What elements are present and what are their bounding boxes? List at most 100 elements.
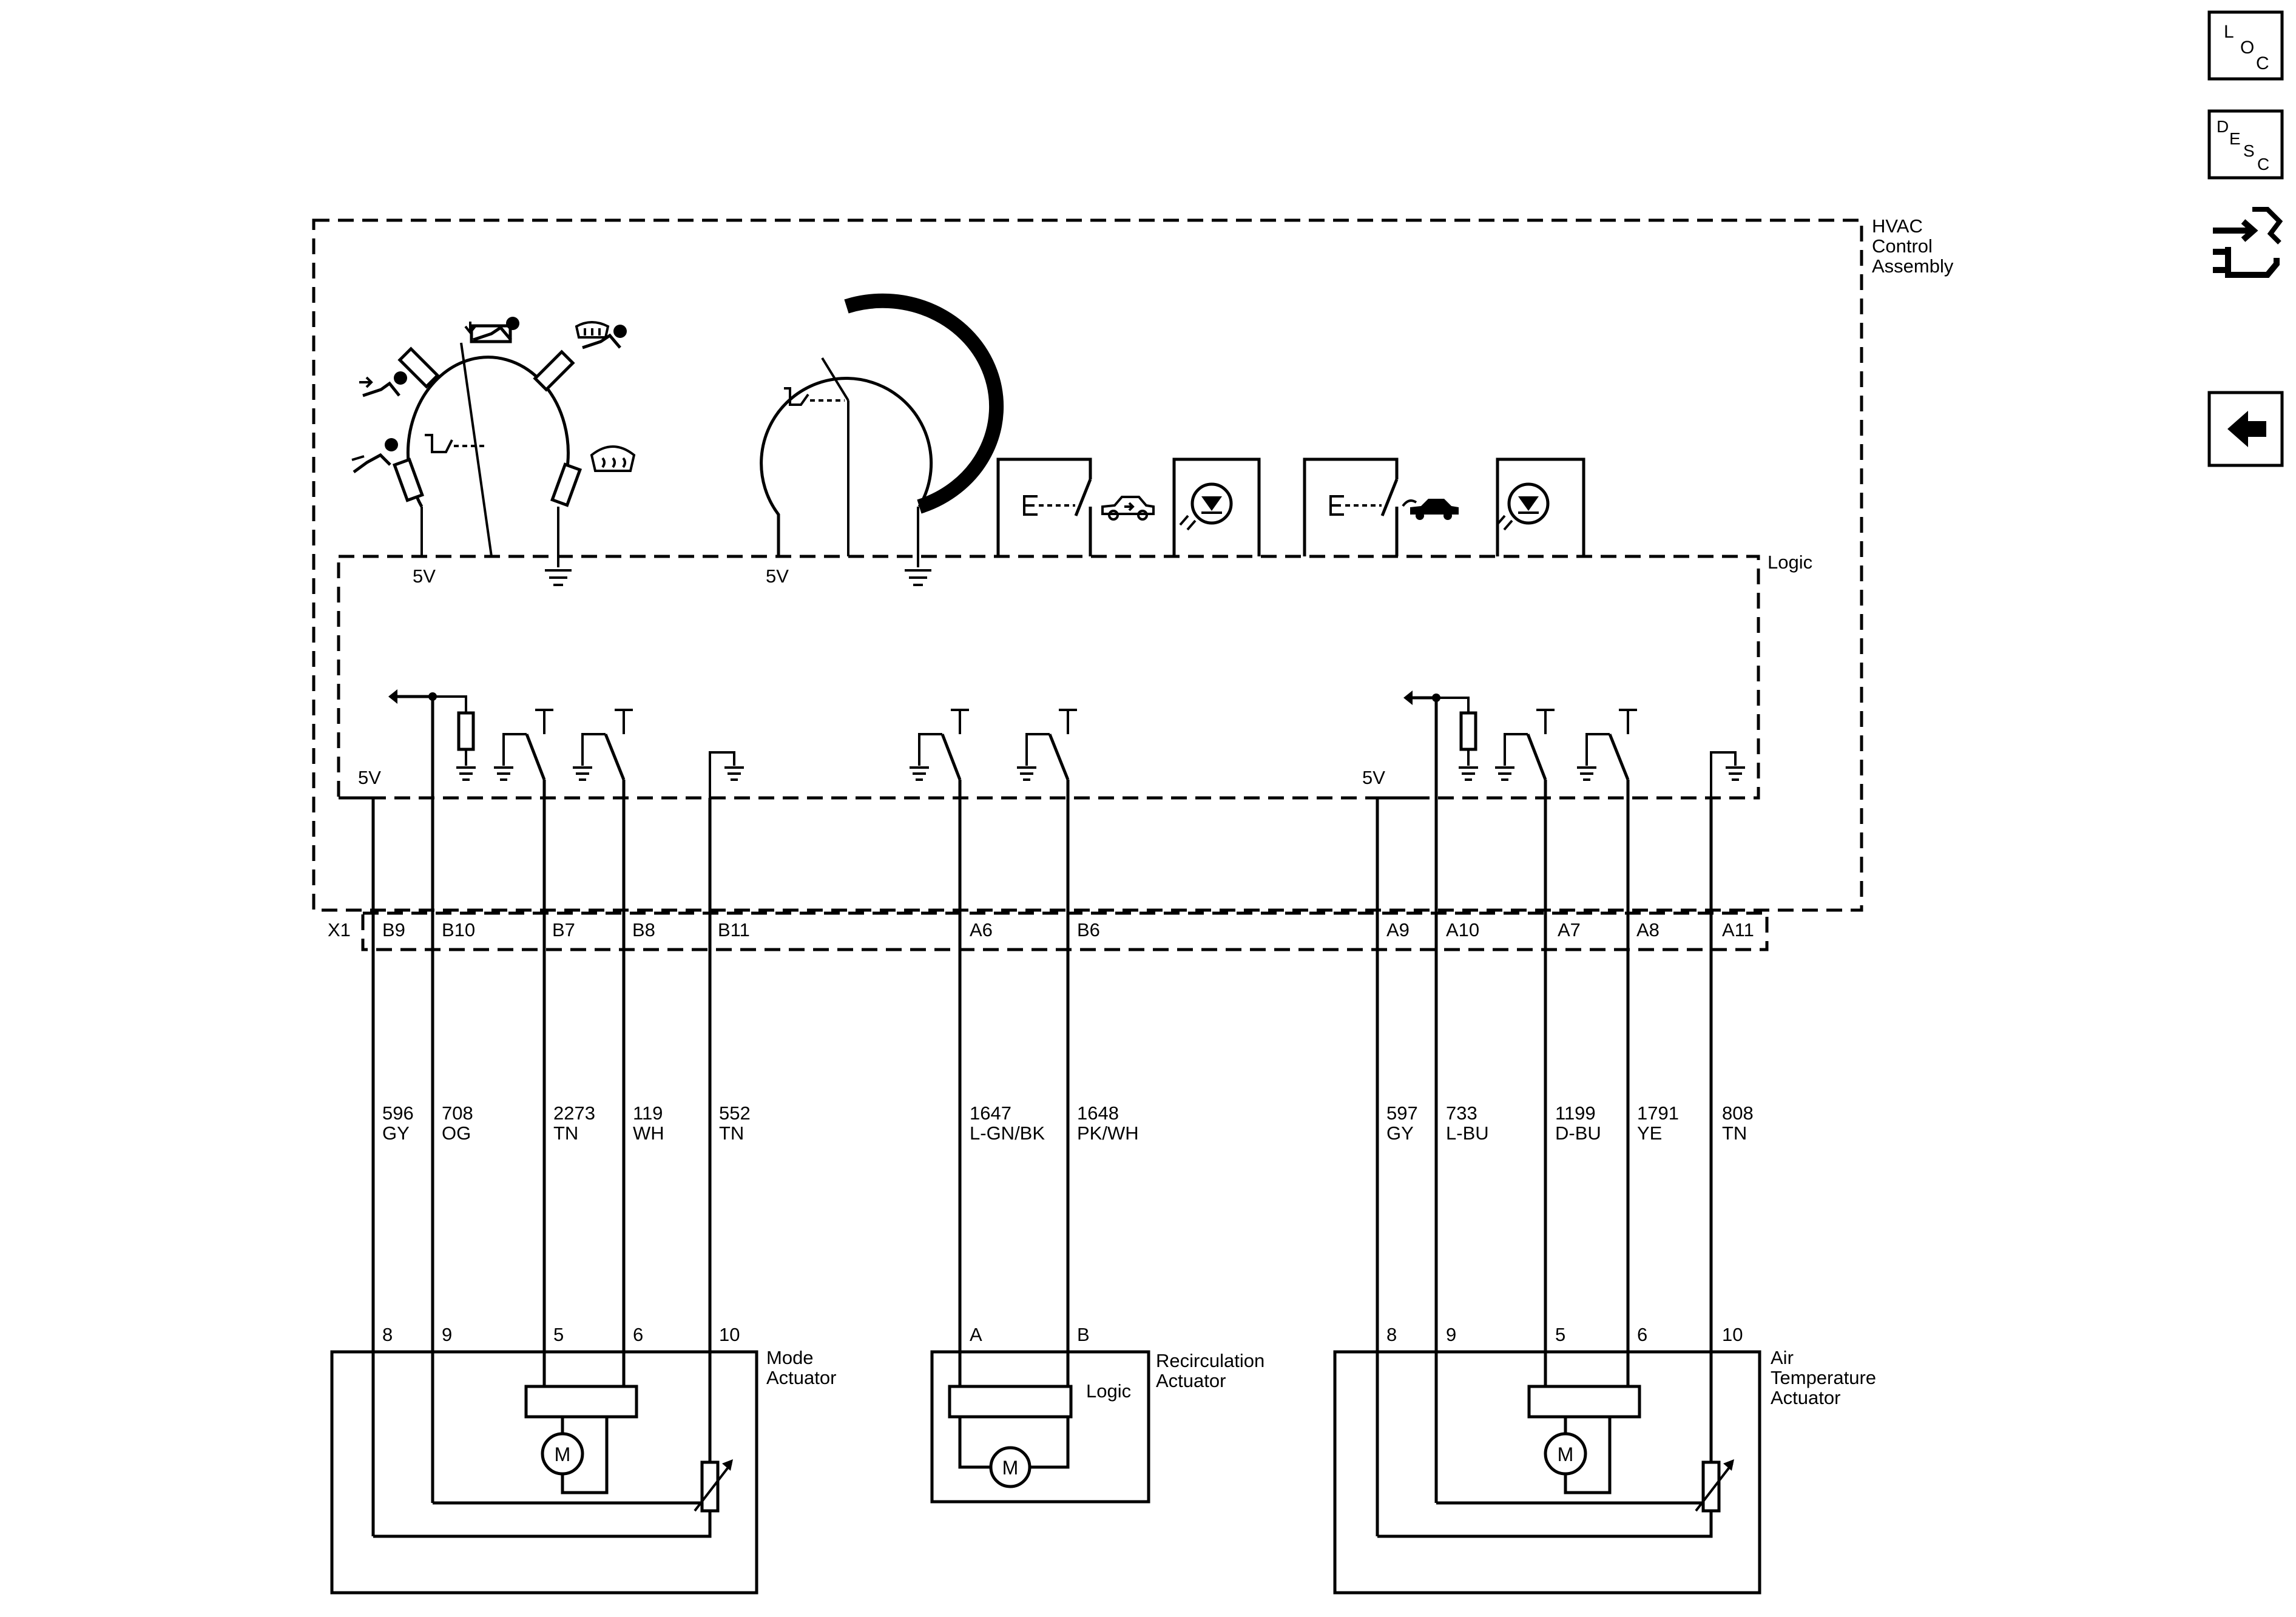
assembly-outline — [312, 218, 1863, 912]
airtemp-pin-6: 6 — [1637, 1324, 1647, 1345]
temp-wiper-a — [821, 357, 849, 402]
mode-pot-low-lead — [373, 1504, 712, 1538]
wire-label-circuit: 1647 — [970, 1102, 1011, 1124]
wire-label-color: L-GN/BK — [970, 1122, 1045, 1144]
desc-letter-s: S — [2243, 141, 2255, 160]
location-button-frame[interactable] — [2207, 10, 2284, 81]
wire-label-color: TN — [553, 1122, 578, 1144]
airtemp-driver-a7-low — [1504, 733, 1528, 766]
airtemp-actuator-name-2: Temperature — [1771, 1367, 1876, 1388]
air-temperature-actuator: Air Temperature Actuator 8 9 5 6 10 M — [1333, 1324, 1876, 1595]
recirc-actuator-name-1: Recirculation — [1156, 1350, 1264, 1371]
airtemp-actuator-outline — [1333, 1350, 1761, 1595]
mode-driver-b7-low — [502, 733, 527, 766]
outside-air-car-icon — [1101, 496, 1155, 521]
airtemp-actuator-name-3: Actuator — [1771, 1387, 1840, 1408]
back-button-frame[interactable] — [2207, 391, 2284, 467]
description-button[interactable]: D E S C — [2207, 109, 2284, 180]
ground-icon — [1577, 766, 1596, 781]
mode-pot-ref-lead — [433, 1487, 712, 1505]
airtemp-pot-ref-lead — [1436, 1487, 1713, 1505]
wire-label-color: YE — [1637, 1122, 1662, 1144]
ground-icon — [1459, 766, 1478, 781]
connector-x1: X1 B9 B10 B7 B8 B11 A6 B6 A9 A10 A7 A8 A… — [328, 911, 1769, 951]
mode-ref-arrowhead — [388, 689, 397, 704]
recirc-pin-b: B — [1077, 1324, 1090, 1345]
back-button[interactable] — [2207, 391, 2284, 467]
wire-label-color: WH — [633, 1122, 664, 1144]
mode-pullup-lead — [433, 695, 467, 713]
recirc-motor-leads — [958, 1417, 1070, 1469]
airtemp-pin-10: 10 — [1722, 1324, 1743, 1345]
wire-label-color: GY — [1386, 1122, 1414, 1144]
connector-end-view-icon[interactable] — [2210, 203, 2286, 279]
recirc-driver-a6-high — [951, 709, 969, 734]
airtemp-low-ref-lead — [1710, 751, 1737, 798]
recirc-actuator-name-2: Actuator — [1156, 1370, 1226, 1391]
wire-label-color: TN — [1722, 1122, 1747, 1144]
recirc-logic-label: Logic — [1086, 1380, 1131, 1402]
pin-a10: A10 — [1446, 919, 1479, 940]
logic-label: Logic — [1768, 552, 1812, 573]
mode-resistor-right-low — [550, 462, 582, 507]
mode-actuator-outline — [330, 1350, 758, 1595]
airtemp-pin-9: 9 — [1446, 1324, 1456, 1345]
desc-letter-d: D — [2217, 117, 2229, 136]
potentiometer-icon — [694, 1459, 733, 1513]
motor-icon: M — [541, 1432, 584, 1476]
airtemp-actuator-name-1: Air — [1771, 1347, 1794, 1368]
wire-label-color: D-BU — [1555, 1122, 1601, 1144]
temp-knob-symbol — [784, 387, 809, 406]
floor-mode-icon — [351, 438, 398, 474]
mode-actuator: Mode Actuator 8 9 5 6 10 M — [330, 1324, 836, 1595]
loc-letter-o: O — [2240, 38, 2254, 58]
location-button[interactable]: L O C — [2207, 10, 2284, 81]
potentiometer-icon — [1695, 1459, 1734, 1513]
wire-label-circuit: 596 — [382, 1102, 414, 1124]
logic-outline — [337, 555, 1760, 800]
ground-icon — [573, 766, 592, 781]
mode-low-ref-lead — [709, 751, 735, 798]
recirc-switch-frame — [1303, 457, 1399, 556]
loc-letter-c: C — [2256, 53, 2269, 73]
ground-icon — [494, 766, 513, 781]
motor-symbol: M — [1002, 1457, 1019, 1479]
ground-icon — [545, 569, 572, 586]
assembly-name-3: Assembly — [1872, 255, 1954, 277]
mode-driver-b7-high — [535, 709, 553, 734]
recirc-driver-b6-blade — [1048, 734, 1070, 780]
switch-e-symbol — [1023, 495, 1038, 516]
airtemp-pot-low-lead — [1377, 1504, 1713, 1538]
wire-label-circuit: 708 — [442, 1102, 473, 1124]
loc-letter-l: L — [2224, 22, 2234, 42]
connector-name: X1 — [328, 919, 351, 940]
description-button-frame[interactable] — [2207, 109, 2284, 180]
ground-icon — [905, 569, 931, 586]
recirc-logic-block — [948, 1385, 1073, 1419]
mode-actuator-name-2: Actuator — [766, 1367, 836, 1388]
desc-letter-e: E — [2229, 129, 2241, 148]
connector-outline — [361, 911, 1769, 951]
recirc-pin-a: A — [970, 1324, 982, 1345]
motor-icon: M — [1544, 1432, 1587, 1476]
recirc-actuator-outline — [930, 1350, 1150, 1504]
recirc-driver-a6-low — [918, 733, 942, 766]
pin-b8: B8 — [632, 919, 655, 940]
outside-air-switch — [996, 457, 1261, 556]
airtemp-driver-5v-label: 5V — [1362, 767, 1385, 788]
outside-air-switch-blade — [1074, 479, 1092, 516]
motor-icon: M — [989, 1446, 1032, 1488]
mode-resistor-left-high — [397, 346, 440, 389]
motor-symbol: M — [555, 1443, 571, 1465]
temp-dial-hot-band — [844, 293, 1004, 514]
back-arrow-icon — [2227, 411, 2266, 447]
temp-dial-arc — [760, 377, 933, 555]
vent-mode-icon — [464, 317, 519, 342]
wire-label-circuit: 1791 — [1637, 1102, 1679, 1124]
connector-end-view-hitbox[interactable] — [2210, 203, 2286, 279]
pin-b7: B7 — [552, 919, 575, 940]
wire-label-circuit: 2273 — [553, 1102, 595, 1124]
mode-pin-10: 10 — [719, 1324, 740, 1345]
airtemp-pullup-resistor — [1459, 711, 1477, 751]
